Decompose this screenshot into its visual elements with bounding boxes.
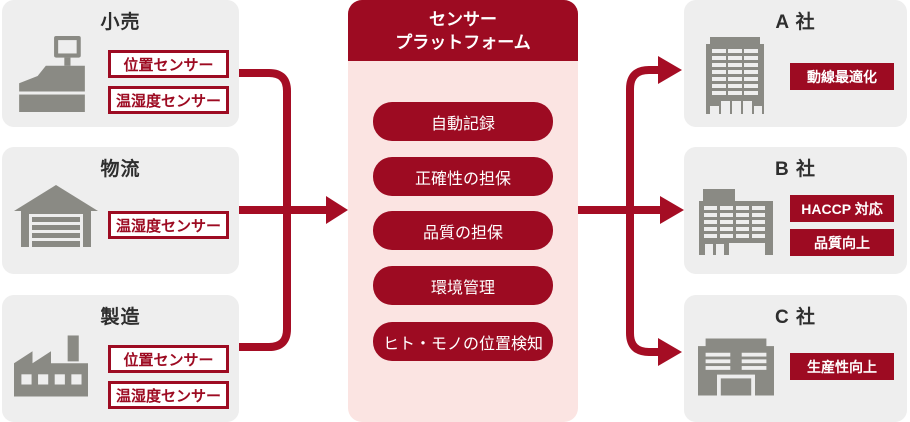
warehouse-icon xyxy=(13,185,99,247)
platform-title: センサー プラットフォーム xyxy=(348,0,578,61)
company-box-c: C 社 生産性向上 xyxy=(684,295,907,422)
feature-location-detection: ヒト・モノの位置検知 xyxy=(373,322,553,361)
company-box-a: A 社 xyxy=(684,0,907,127)
feature-accuracy: 正確性の担保 xyxy=(373,157,553,196)
factory-icon xyxy=(14,335,88,397)
sensor-label-temp-humidity: 温湿度センサー xyxy=(108,381,229,409)
source-title-logistics: 物流 xyxy=(100,159,141,180)
benefit-label-flow-optimization: 動線最適化 xyxy=(790,63,894,90)
sensor-label-position: 位置センサー xyxy=(108,345,229,373)
source-box-retail: 小売 位置センサー 温湿度センサー xyxy=(2,0,239,127)
source-box-manufacturing: 製造 位置センサー 温湿度センサー xyxy=(2,295,239,422)
cash-register-icon xyxy=(19,36,85,112)
company-title-a: A 社 xyxy=(775,12,816,33)
feature-environment: 環境管理 xyxy=(373,266,553,305)
sensor-label-temp-humidity: 温湿度センサー xyxy=(108,86,229,114)
sensor-platform-panel: センサー プラットフォーム 自動記録 正確性の担保 品質の担保 環境管理 ヒト・… xyxy=(348,0,578,422)
benefit-label-quality-improvement: 品質向上 xyxy=(790,229,894,256)
company-title-b: B 社 xyxy=(774,159,816,180)
source-title-retail: 小売 xyxy=(100,12,141,33)
source-box-logistics: 物流 温湿度センサー xyxy=(2,147,239,274)
company-box-b: B 社 HACCP 対応 品質向上 xyxy=(684,147,907,274)
sensor-label-position: 位置センサー xyxy=(108,50,229,78)
office-building-icon xyxy=(699,189,773,255)
company-title-c: C 社 xyxy=(774,307,816,328)
source-title-manufacturing: 製造 xyxy=(100,307,141,328)
feature-auto-recording: 自動記録 xyxy=(373,102,553,141)
benefit-label-haccp: HACCP 対応 xyxy=(790,195,894,222)
sensor-label-temp-humidity: 温湿度センサー xyxy=(108,211,229,239)
platform-title-line2: プラットフォーム xyxy=(395,33,531,52)
benefit-label-productivity: 生産性向上 xyxy=(790,353,894,380)
office-tower-icon xyxy=(706,37,764,114)
feature-quality: 品質の担保 xyxy=(373,211,553,250)
platform-title-line1: センサー xyxy=(429,10,497,29)
facility-building-icon xyxy=(698,338,774,396)
